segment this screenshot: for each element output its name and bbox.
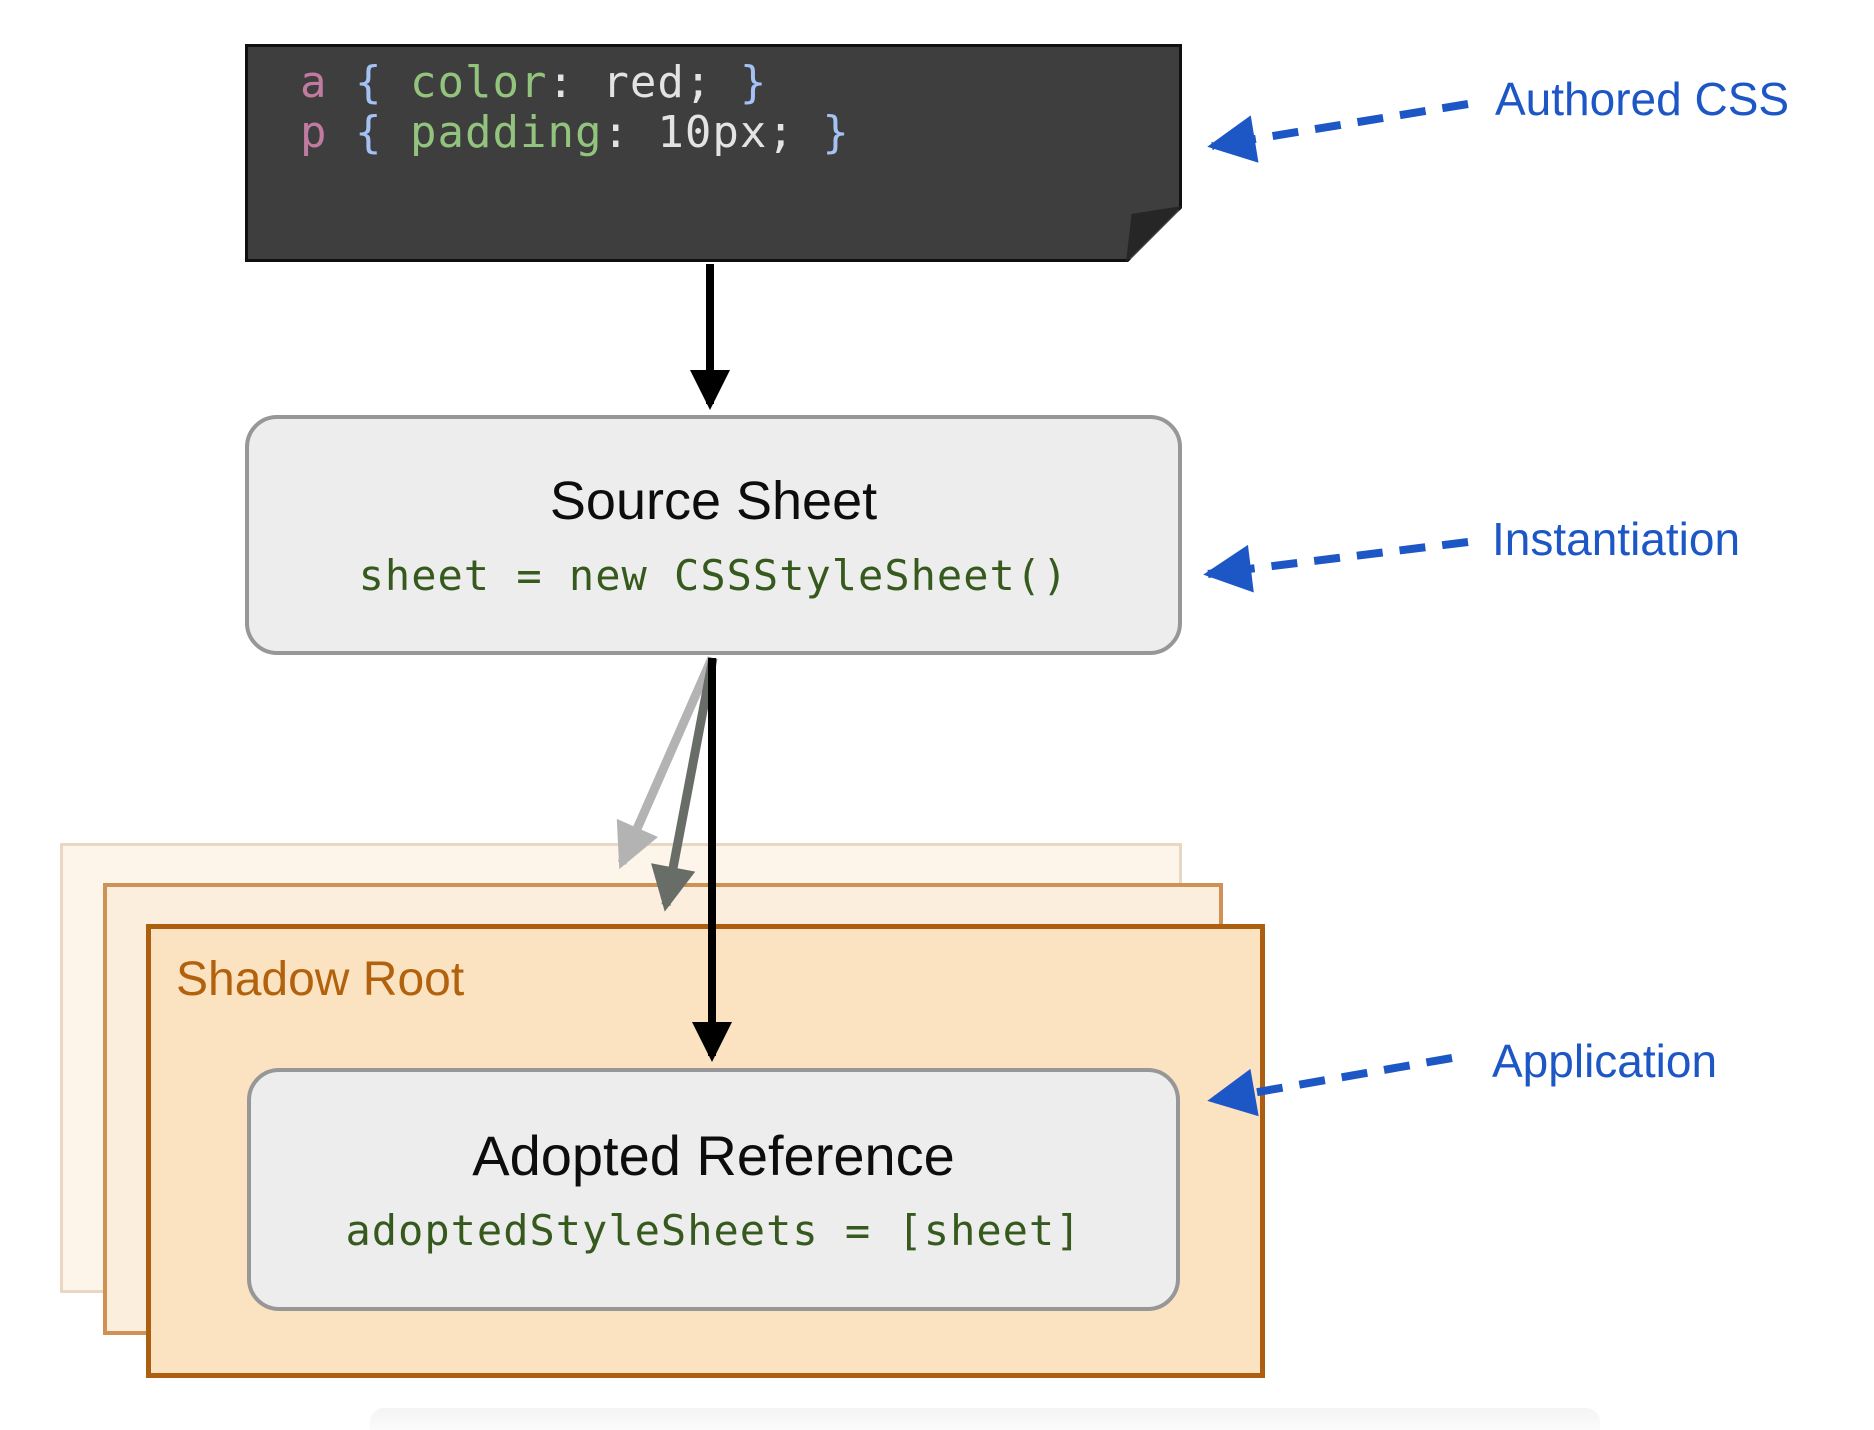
source-sheet-title: Source Sheet bbox=[549, 471, 878, 532]
adopted-reference-title: Adopted Reference bbox=[472, 1123, 955, 1187]
source-sheet-code: sheet = new CSSStyleSheet() bbox=[358, 550, 1069, 600]
authored-css-note bbox=[245, 44, 1182, 262]
page-shadow bbox=[370, 1408, 1600, 1430]
adopted-reference-code: adoptedStyleSheets = [sheet] bbox=[345, 1206, 1082, 1256]
arrow-instantiation bbox=[1203, 538, 1469, 593]
instantiation-label: Instantiation bbox=[1492, 513, 1741, 565]
arrow-authored-css bbox=[1207, 100, 1469, 163]
arrow-source-to-back-root bbox=[616, 656, 717, 870]
source-sheet-box: Source Sheet sheet = new CSSStyleSheet() bbox=[245, 415, 1182, 655]
application-label: Application bbox=[1492, 1035, 1718, 1087]
authored-css-code: a { color: red; }p { padding: 10px; } bbox=[300, 57, 850, 158]
shadow-root-label: Shadow Root bbox=[176, 953, 465, 1006]
adopted-reference-box: Adopted Reference adoptedStyleSheets = [… bbox=[247, 1068, 1180, 1311]
authored-css-label: Authored CSS bbox=[1495, 73, 1790, 125]
